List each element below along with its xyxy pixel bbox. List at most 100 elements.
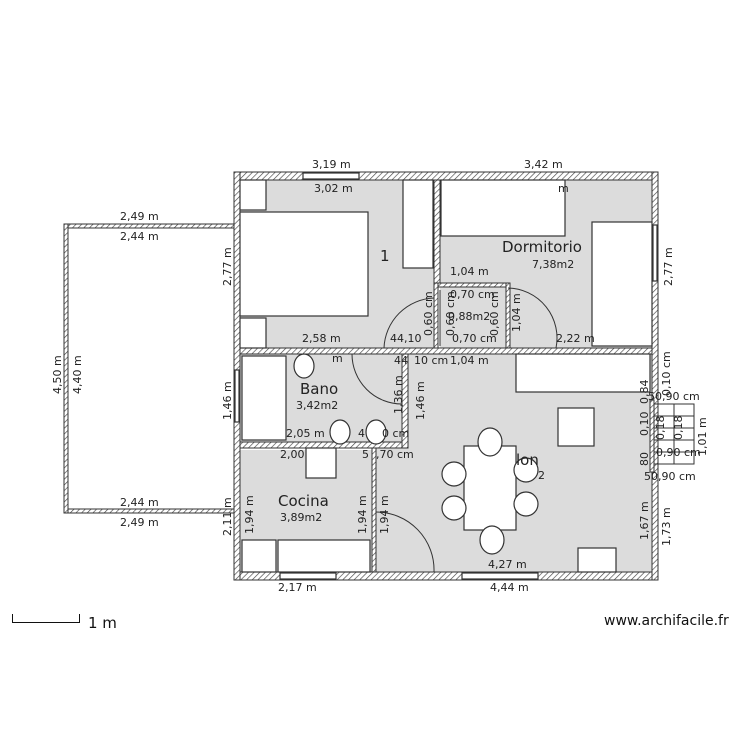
dim-top-right-inner: m [558,182,569,195]
wardrobe-room-1 [402,179,434,269]
dim-stair-left-a: 0,10 [638,412,651,437]
dim-closet-h-mid: 0,60 cm [444,291,457,336]
wall-right [651,171,659,581]
terrace-bottom-wall [63,508,235,514]
stair-box [653,403,695,465]
dim-terrace-height-inner: 4,40 m [71,355,84,394]
wall-cocina-right [371,447,377,573]
dim-cocina-right: 1,94 m [356,495,369,534]
dimensions-vertical: 2,77 m 2,77 m 4,50 m 4,40 m 0,60 cm 0,60… [51,247,709,546]
dim-terrace-height-outer: 4,50 m [51,355,64,394]
dim-2-22: 2,22 m [556,332,595,345]
dim-stair-left-b: 0,18 [654,416,667,441]
toilet [329,419,351,445]
dim-top-left-outer: 3,19 m [312,158,351,171]
bed-dormitorio [440,179,566,237]
dimensions-horizontal: 3,19 m 3,02 m 3,42 m m 2,49 m 2,44 m 2,4… [120,158,701,594]
dormitorio-area: 7,38m2 [532,258,574,271]
dim-44-10: 44,10 [390,332,422,345]
dim-cocina-left-inner: 1,94 m [243,495,256,534]
dim-salon-bottom-inner: 4,27 m [488,558,527,571]
dim-44-10b: 44 [394,354,408,367]
dim-right-room-height: 2,77 m [662,247,675,286]
terrace-left-wall [63,223,69,514]
dim-salon-right-top: 0,10 cm [660,351,673,396]
dormitorio-label: Dormitorio [502,238,582,256]
side-table-salon [557,407,595,447]
dim-stair-mid: 0,90 cm [656,446,701,459]
terrace-top-wall [63,223,235,229]
dim-bano-left: 1,46 m [221,381,234,420]
chair-top [477,427,503,457]
doors [351,287,558,573]
salon-label: lon [516,451,539,469]
dim-closet-h-right: 1,04 m [510,293,523,332]
wall-horizontal-mid [239,347,653,355]
dim-stair-right: 1,01 m [696,417,709,456]
chair-left-1 [441,461,467,487]
dim-cocina-top-right2: ,70 cm [376,448,414,461]
room-labels: 1 Dormitorio 7,38m2 Bano 3,42m2 Cocina 3… [278,238,582,524]
dim-terrace-top-inner: 2,44 m [120,230,159,243]
window-right [652,224,658,282]
dining-table [463,445,517,531]
dim-bano-bottom-b: 4 [358,427,365,440]
dim-terrace-bottom-inner: 2,44 m [120,496,159,509]
dim-bano-inner: 1,36 m [392,375,405,414]
cocina-area: 3,89m2 [280,511,322,524]
dim-closet-top: 1,04 m [450,265,489,278]
door-bano [351,353,403,405]
dim-stair-left-d: 80 [638,452,651,466]
dim-cocina-top-right: 5 [362,448,369,461]
nightstand-bottom-room-1 [239,317,267,349]
dim-salon-right-outer: 1,73 m [660,507,673,546]
nightstand-top-room-1 [239,179,267,211]
bed-room-1 [239,211,369,317]
dim-closet-w-top: 0,70 cm [450,288,495,301]
door-room-1 [383,297,435,349]
window-top-left [302,172,360,180]
dim-1-04: 1,04 m [450,354,489,367]
closet-area: 0,88m2 [448,310,490,323]
dim-salon-bottom-outer: 4,44 m [490,581,529,594]
kitchen-counter-right [277,539,371,573]
dim-cocina-left-outer: 2,11 m [221,497,234,536]
cocina-label: Cocina [278,492,329,510]
dim-bano-right: 1,46 m [414,381,427,420]
salon-area: 2 [538,469,545,482]
wardrobe-dormitorio [591,221,653,347]
door-dormitorio [507,287,558,349]
floor-salon-corridor [376,442,416,572]
dim-left-room-height: 2,77 m [221,247,234,286]
dim-closet-w-bottom: 0,70 cm [452,332,497,345]
dim-bano-bottom-a: 2,05 m [286,427,325,440]
chair-right-2 [513,491,539,517]
dim-terrace-top-outer: 2,49 m [120,210,159,223]
dim-closet-h-mid2: 0,60 cm [488,291,501,336]
dim-bano-bottom-c: 0 cm [382,427,409,440]
furniture [239,179,653,573]
dim-closet-h-left: 0,60 cm [422,291,435,336]
wall-bano-right [401,353,409,449]
window-bottom-cocina [279,572,337,580]
dim-stair-left-c: 0,18 [672,416,685,441]
dim-stair-top: 50,90 cm [648,390,700,403]
tv-cabinet-salon [577,547,617,573]
wall-closet-top [437,282,509,288]
wall-room1-dormitorio [433,179,441,285]
fridge [305,447,337,479]
dim-room1-bottom-m: m [332,352,343,365]
chair-right-1 [513,457,539,483]
door-cocina [375,511,435,573]
sofa-salon [515,353,651,393]
sink [365,419,387,445]
dim-top-right-outer: 3,42 m [524,158,563,171]
dim-10cm: 10 cm [414,354,448,367]
dim-terrace-bottom-outer: 2,49 m [120,516,159,529]
dim-salon-right-inner: 1,67 m [638,501,651,540]
terrace [63,223,235,514]
wall-top [233,171,659,181]
credit-link[interactable]: www.archifacile.fr [604,613,729,629]
room-1-label: 1 [380,247,390,265]
